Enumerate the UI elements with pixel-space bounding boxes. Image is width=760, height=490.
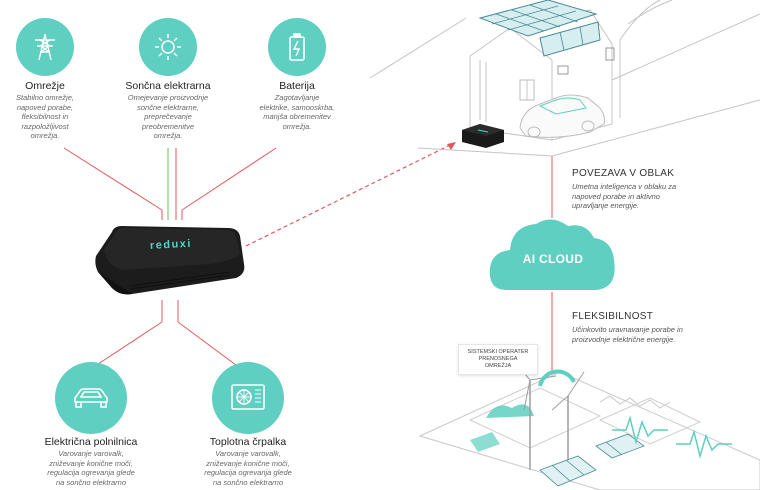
reduxi-device: reduxi — [95, 226, 245, 295]
solar-node — [139, 18, 197, 76]
cloud-connection-title: POVEZAVA V OBLAK — [572, 168, 675, 179]
device-brand-label: reduxi — [150, 238, 193, 252]
source-title-solar: Sončna elektrarna — [125, 80, 211, 92]
roof-solar-panels — [478, 0, 601, 57]
consumer-title-heat-pump: Toplotna črpalka — [209, 436, 287, 448]
garage-car — [519, 94, 605, 138]
grid-node — [16, 18, 74, 76]
charger-node — [55, 362, 127, 434]
power-tower-icon — [35, 33, 55, 61]
source-desc-grid: Stabilno omrežje,napoved porabe,fleksibi… — [16, 93, 74, 140]
battery-node — [268, 18, 326, 76]
car-icon — [74, 388, 108, 408]
source-title-battery: Baterija — [279, 80, 315, 92]
field-solar-panels — [539, 433, 645, 487]
home-device — [462, 124, 504, 148]
connection-lines — [63, 142, 553, 372]
device-vent — [129, 271, 231, 290]
source-title-grid: Omrežje — [25, 80, 65, 92]
consumer-title-charger: Električna polnilnica — [44, 436, 138, 448]
consumer-desc-charger: Varovanje varovalk,zniževanje konične mo… — [47, 449, 135, 487]
ai-cloud — [489, 219, 615, 290]
grid-illustration — [418, 357, 760, 490]
ai-cloud-label: AI CLOUD — [522, 252, 584, 266]
sun-icon — [155, 34, 181, 60]
battery-icon — [289, 33, 305, 61]
heat-pump-icon — [231, 384, 265, 410]
heat-pump-node — [212, 362, 284, 434]
consumer-desc-heat-pump: Varovanje varovalk,zniževanje konične mo… — [204, 449, 292, 487]
flexibility-title: FLEKSIBILNOST — [572, 311, 654, 322]
